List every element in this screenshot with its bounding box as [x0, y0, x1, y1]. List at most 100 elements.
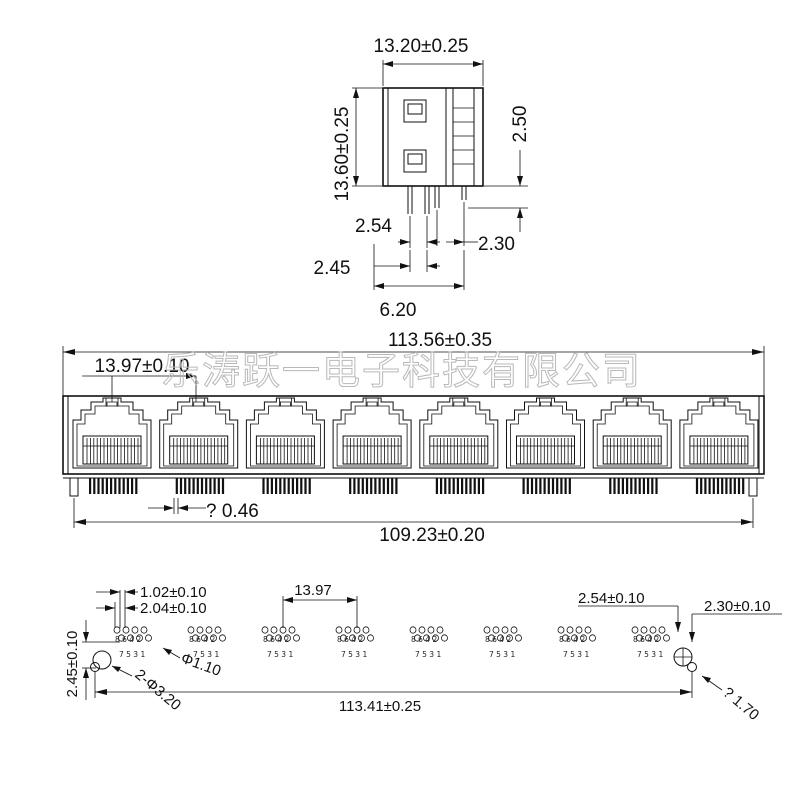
pin: [291, 478, 294, 494]
pin: [131, 478, 134, 494]
side-view-latch-upper: [403, 99, 427, 123]
latch-tab: [712, 397, 726, 407]
pin-groups: [89, 478, 745, 494]
pad-numbers-top: 8 6 4 2: [189, 635, 215, 644]
pin: [725, 478, 728, 494]
pad: [214, 626, 222, 634]
pad: [566, 626, 574, 634]
pad: [201, 634, 208, 642]
contact-area: [255, 435, 315, 465]
pin-group: [609, 478, 658, 494]
pin: [568, 478, 571, 494]
pin: [270, 478, 273, 494]
pad-numbers-top: 8 6 4 2: [485, 635, 511, 644]
footprint-right-pitch-label: 2.54±0.10: [578, 590, 645, 607]
pad: [483, 626, 491, 634]
pin: [304, 478, 307, 494]
pin: [716, 478, 720, 494]
pad: [557, 626, 565, 634]
pin-group: [89, 478, 138, 494]
pin: [473, 478, 476, 494]
pad: [270, 626, 278, 634]
pin: [564, 478, 567, 494]
pad: [122, 626, 130, 634]
footprint-pad-group: 8 6 4 27 5 3 1: [631, 626, 670, 659]
footprint-row-pitch-label: 2.04±0.10: [140, 600, 207, 617]
pad: [436, 626, 444, 634]
pin: [461, 478, 464, 494]
footprint-pad-groups: 8 6 4 2 7 5 3 1 8 6 4 2 7 5 3 1 8 6 4 2 7 5 3…: [113, 626, 670, 659]
rj45-port: [72, 397, 152, 469]
pad: [113, 626, 121, 634]
pad: [261, 626, 269, 634]
pad: [205, 626, 213, 634]
pad: [145, 634, 152, 642]
pin: [742, 478, 745, 494]
pad: [562, 634, 569, 642]
pin: [93, 478, 96, 494]
pin: [613, 478, 616, 494]
port-opening: [592, 397, 672, 469]
pin: [262, 478, 265, 494]
pad: [293, 634, 300, 642]
contact-area: [342, 435, 402, 465]
pin: [105, 478, 108, 494]
side-view-height-label: 13.60±0.25: [332, 107, 353, 202]
pad: [358, 634, 365, 642]
contact-area: [602, 435, 662, 465]
rj45-port: [332, 397, 412, 469]
pad: [589, 634, 596, 642]
pad: [506, 634, 513, 642]
pin: [435, 478, 438, 494]
pad: [140, 626, 148, 634]
front-view-pin-diameter-label: ? 0.46: [206, 501, 259, 522]
contact-area: [689, 435, 749, 465]
footprint-pad-group: 8 6 4 2 7 5 3 1: [261, 626, 300, 659]
pad-numbers-bottom: 7 5 3 1: [267, 650, 293, 659]
pin-group: [695, 478, 745, 494]
pad: [340, 634, 347, 642]
pin-group: [349, 478, 398, 494]
port-opening: [419, 397, 499, 469]
pad-numbers-bottom: 7 5 3 1: [637, 650, 663, 659]
pad-numbers-top: 8 6 4 2: [263, 635, 289, 644]
pin: [179, 478, 183, 494]
pad-numbers-bottom: 7 5 3 1: [193, 650, 219, 659]
pin: [448, 478, 451, 494]
pad: [497, 634, 504, 642]
pin: [535, 478, 538, 494]
pin: [630, 478, 633, 494]
pin: [721, 478, 724, 494]
pad: [654, 634, 661, 642]
contact-area: [82, 435, 142, 465]
pad: [423, 634, 430, 642]
pin: [110, 478, 113, 494]
pad: [645, 634, 652, 642]
pad: [335, 626, 343, 634]
pin: [122, 478, 125, 494]
pin: [118, 478, 121, 494]
pin: [196, 478, 199, 494]
pad: [515, 634, 522, 642]
pin: [560, 478, 563, 494]
side-view-pin-offset-label: 2.30: [478, 234, 515, 255]
contact-area: [516, 435, 575, 465]
pin: [609, 478, 612, 494]
pin: [266, 478, 269, 494]
footprint-vertical-label: 2.45±0.10: [64, 631, 81, 698]
port-opening: [72, 397, 152, 469]
pin: [551, 478, 555, 494]
rj45-port: [419, 397, 499, 469]
rj45-port: [506, 397, 585, 469]
pin: [296, 478, 299, 494]
pad: [658, 626, 666, 634]
pad: [266, 634, 273, 642]
pin: [651, 478, 654, 494]
footprint-shield-hole-label: ? 1.70: [719, 684, 762, 724]
pin: [621, 478, 624, 494]
pin: [469, 478, 472, 494]
pad: [510, 626, 518, 634]
pin: [209, 478, 212, 494]
pad: [640, 626, 648, 634]
